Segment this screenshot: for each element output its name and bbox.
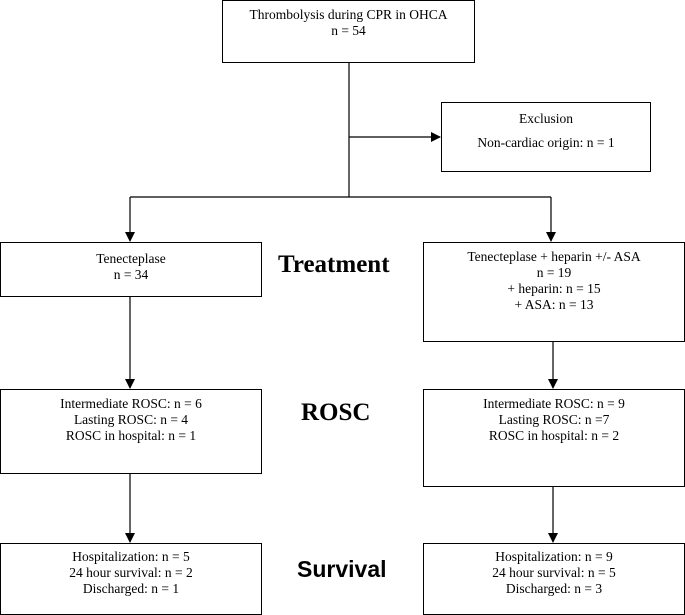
right-rosc-line: Intermediate ROSC: n = 9	[483, 396, 625, 411]
stage-label-survival: Survival	[297, 556, 387, 582]
left-survival-line: Hospitalization: n = 5	[72, 549, 190, 564]
right-rosc-line: Lasting ROSC: n =7	[498, 412, 610, 427]
right-rosc-box: Intermediate ROSC: n = 9 Lasting ROSC: n…	[423, 389, 685, 487]
left-treatment-line: Tenecteplase	[96, 251, 166, 266]
right-survival-line: Hospitalization: n = 9	[495, 549, 613, 564]
top-box-count: n = 54	[331, 23, 366, 38]
right-survival-box: Hospitalization: n = 9 24 hour survival:…	[423, 543, 685, 615]
right-survival-line: 24 hour survival: n = 5	[492, 565, 616, 580]
right-rosc-line: ROSC in hospital: n = 2	[488, 428, 620, 443]
left-treatment-box: Tenecteplase n = 34	[0, 242, 262, 297]
left-rosc-box: Intermediate ROSC: n = 6 Lasting ROSC: n…	[0, 389, 262, 474]
left-survival-box: Hospitalization: n = 5 24 hour survival:…	[0, 543, 262, 615]
right-treatment-line: + heparin: n = 15	[507, 281, 601, 296]
exclusion-detail: Non-cardiac origin: n = 1	[477, 135, 615, 150]
top-box-title: Thrombolysis during CPR in OHCA	[249, 7, 448, 22]
left-rosc-line: ROSC in hospital: n = 1	[65, 428, 197, 443]
right-treatment-line: + ASA: n = 13	[514, 297, 594, 312]
right-treatment-line: n = 19	[536, 265, 572, 280]
top-box: Thrombolysis during CPR in OHCA n = 54	[222, 0, 475, 63]
exclusion-title: Exclusion	[519, 111, 573, 126]
right-survival-line: Discharged: n = 3	[505, 581, 603, 596]
left-survival-line: 24 hour survival: n = 2	[69, 565, 193, 580]
left-survival-line: Discharged: n = 1	[82, 581, 180, 596]
right-treatment-box: Tenecteplase + heparin +/- ASA n = 19 + …	[423, 242, 685, 342]
right-treatment-line: Tenecteplase + heparin +/- ASA	[467, 249, 641, 264]
left-rosc-line: Lasting ROSC: n = 4	[73, 412, 189, 427]
exclusion-box: Exclusion Non-cardiac origin: n = 1	[441, 102, 651, 172]
left-rosc-line: Intermediate ROSC: n = 6	[60, 396, 202, 411]
stage-label-rosc: ROSC	[301, 399, 371, 426]
left-treatment-line: n = 34	[113, 267, 149, 282]
stage-label-treatment: Treatment	[278, 251, 390, 278]
